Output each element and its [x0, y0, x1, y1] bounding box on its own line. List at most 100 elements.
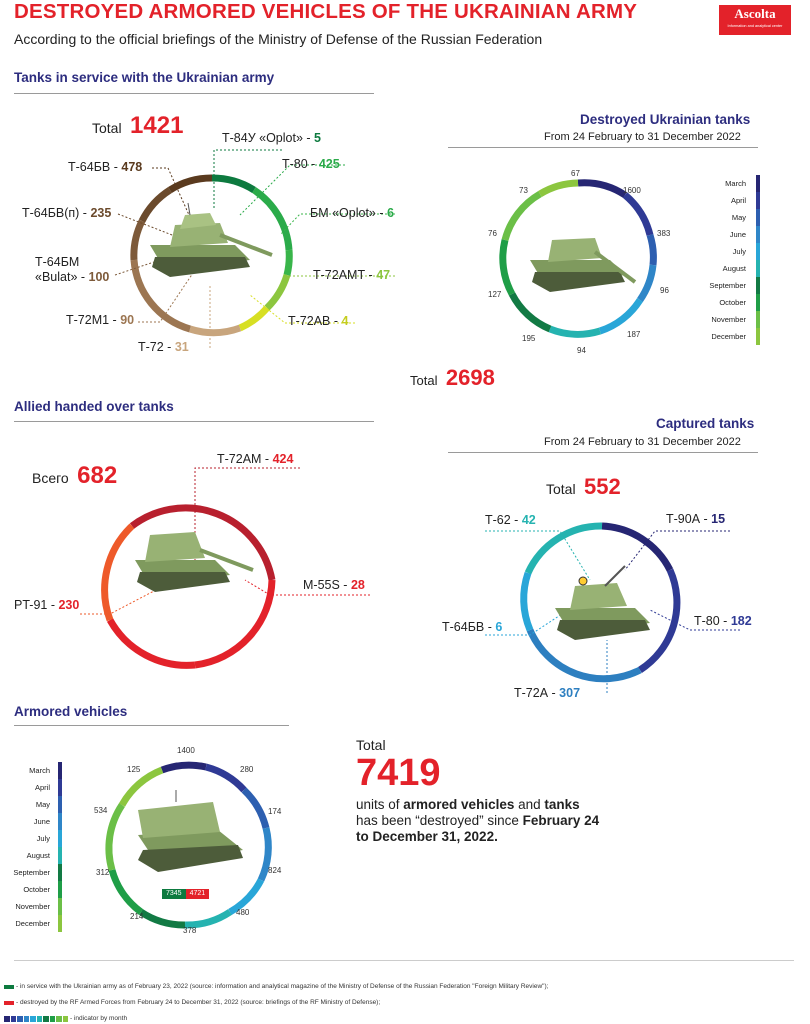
- destroyed-value-march: 1600: [623, 186, 641, 195]
- footnote-red: - destroyed by the RF Armed Forces from …: [16, 999, 381, 1006]
- tank-illustration-2: [530, 238, 637, 292]
- label-t64bm: Т-64БМ «Bulat» - 100: [35, 255, 110, 284]
- ring-seg-april: [622, 192, 654, 236]
- legend-october: October: [23, 885, 50, 894]
- label-t90a: Т-90А - 15: [666, 512, 726, 526]
- footnote-green-swatch: [4, 985, 14, 989]
- label-t84-oplot: Т-84У «Oplot» - 5: [222, 131, 321, 145]
- legend-march: March: [29, 766, 50, 775]
- ring-seg-october: [108, 868, 144, 915]
- ring-seg-t64bv: [168, 174, 213, 194]
- destroyed-total-label: Total: [410, 373, 438, 388]
- captured-period: From 24 February to 31 December 2022: [544, 436, 741, 448]
- ring-seg-june: [637, 264, 657, 302]
- in-service-total: Total 1421: [92, 112, 183, 140]
- label-pt91: PT-91 - 230: [14, 598, 80, 612]
- footnote-month: - indicator by month: [70, 1015, 128, 1022]
- section-title-armored: Armored vehicles: [14, 704, 128, 719]
- label-t72: Т-72 - 31: [138, 340, 189, 354]
- footnote-green: - in service with the Ukrainian army as …: [16, 983, 549, 990]
- section-title-destroyed: Destroyed Ukrainian tanks: [580, 112, 751, 127]
- section-rule: [448, 147, 758, 148]
- ring-seg-t64bm: [130, 219, 146, 261]
- ring-seg-august: [184, 909, 232, 929]
- legend-june: June: [33, 817, 50, 826]
- legend-may: May: [35, 800, 50, 809]
- ring-seg-t72am-2: [194, 579, 276, 669]
- tank-illustration-3: [135, 532, 254, 592]
- destroyed-value-october: 76: [488, 229, 497, 238]
- destroyed-value-september: 127: [488, 290, 502, 299]
- label-t72m1: Т-72М1 - 90: [66, 313, 135, 327]
- tank-illustration-1: [150, 202, 273, 277]
- armored-value-june: 824: [268, 866, 282, 875]
- leader-t62: [485, 530, 591, 581]
- legend-july: July: [732, 247, 746, 256]
- destroyed-value-august: 195: [522, 334, 536, 343]
- ring-seg-march: [577, 179, 627, 198]
- ring-seg-bm-oplot: [283, 249, 293, 276]
- section-title-in-service: Tanks in service with the Ukrainian army: [14, 70, 275, 85]
- legend-march: March: [725, 179, 746, 188]
- footnote-month-swatch: [4, 1016, 68, 1022]
- armored-value-april: 280: [240, 765, 254, 774]
- ring-seg-april: [205, 763, 247, 793]
- leader-t84: [213, 149, 282, 210]
- ring-seg-m55s: [106, 618, 196, 669]
- ring-seg-t62: [524, 522, 603, 575]
- label-t72a: Т-72А - 307: [514, 686, 581, 700]
- badge-in-service: 7345: [162, 889, 186, 899]
- section-title-captured: Captured tanks: [656, 416, 755, 431]
- allied-total-label: Всего: [32, 470, 69, 486]
- section-rule: [14, 93, 374, 94]
- label-bm-oplot: БМ «Oplot» - 6: [310, 206, 394, 220]
- armored-value-november: 534: [94, 806, 108, 815]
- ring-seg-september: [139, 909, 186, 929]
- label-t62: Т-62 - 42: [485, 513, 536, 527]
- section-rule: [14, 421, 374, 422]
- ring-seg-t72a: [526, 628, 642, 683]
- armored-value-december: 125: [127, 765, 141, 774]
- leader-t64bv: [152, 167, 199, 236]
- armored-value-september: 214: [130, 912, 144, 921]
- section-rule: [448, 452, 758, 453]
- armored-value-july: 480: [236, 908, 250, 917]
- captured-total: Total 552: [546, 474, 621, 500]
- leader-pt91: [80, 579, 176, 615]
- legend-august: August: [26, 851, 50, 860]
- armored-value-august: 378: [183, 926, 197, 935]
- ring-seg-may: [241, 787, 270, 829]
- ring-seg-t72am: [129, 504, 276, 581]
- destroyed-value-july: 94: [577, 346, 586, 355]
- ring-seg-november: [501, 190, 542, 241]
- ring-seg-t90a: [601, 522, 674, 572]
- leader-t64bvp: [117, 213, 186, 241]
- ring-seg-t64bvp: [138, 187, 172, 223]
- leader-t72m1: [138, 269, 196, 323]
- badge-destroyed: 4721: [185, 889, 210, 899]
- legend-october: October: [719, 298, 746, 307]
- armored-value-october: 312: [96, 868, 110, 877]
- ring-seg-july: [598, 298, 643, 335]
- section-rule: [14, 725, 289, 726]
- footnote-red-swatch: [4, 1001, 14, 1005]
- destroyed-value-june: 187: [627, 330, 641, 339]
- label-t80-captured: Т-80 - 182: [694, 614, 752, 628]
- label-m55s: M-55S - 28: [303, 578, 365, 592]
- destroyed-total: Total 2698: [410, 365, 495, 391]
- label-t80: Т-80 - 425: [282, 157, 340, 171]
- destroyed-period: From 24 February to 31 December 2022: [544, 131, 741, 143]
- legend-september: September: [709, 281, 746, 290]
- label-t72am: Т-72АМ - 424: [217, 452, 294, 466]
- ring-seg-t72amt: [264, 273, 291, 311]
- ring-seg-t64bv: [520, 571, 534, 632]
- destroyed-total-value: 2698: [445, 365, 495, 390]
- allied-total-value: 682: [77, 462, 118, 489]
- allied-total: Всего 682: [32, 462, 117, 490]
- ring-seg-t80: [252, 187, 293, 251]
- section-title-allied: Allied handed over tanks: [14, 399, 174, 414]
- destroyed-value-november: 73: [519, 186, 528, 195]
- armored-vehicle-illustration: [138, 790, 243, 872]
- legend-december: December: [711, 332, 746, 341]
